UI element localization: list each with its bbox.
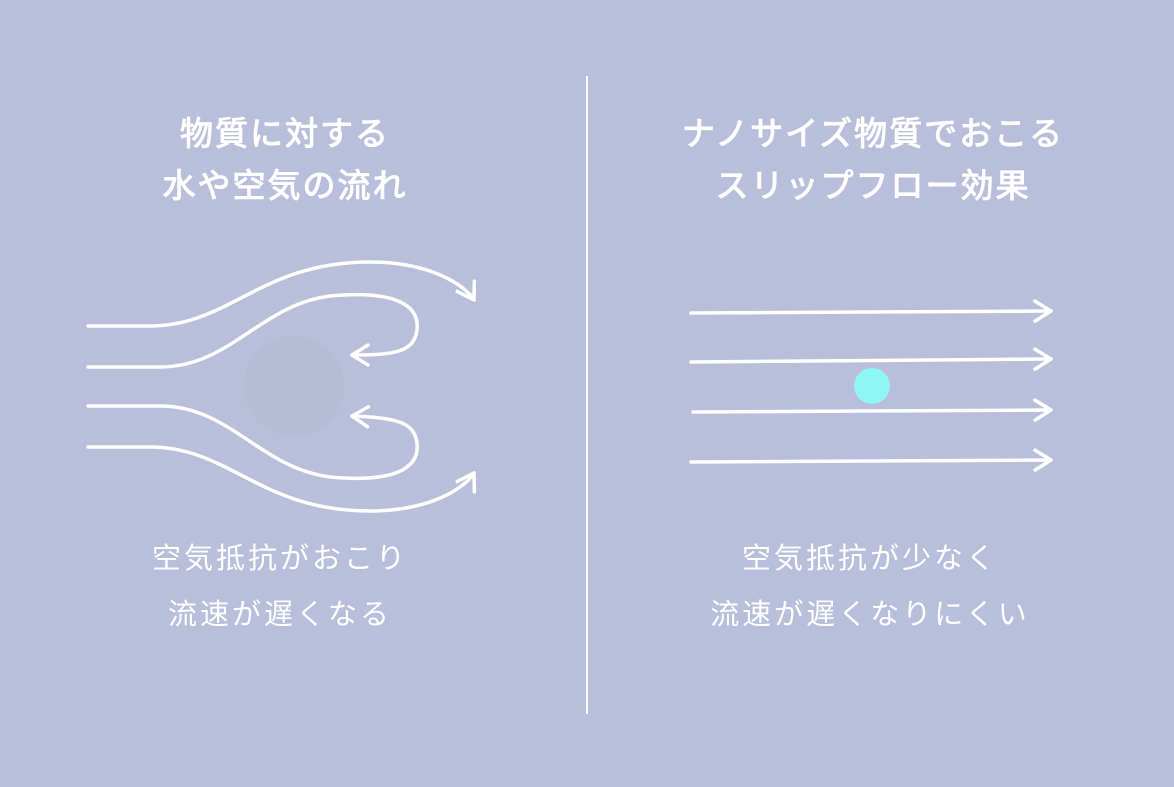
left-panel-title: 物質に対する 水や空気の流れ <box>15 108 555 212</box>
left-caption-line-1: 空気抵抗がおこり <box>151 541 408 575</box>
obstacle-particle <box>244 336 344 436</box>
flow-line-bottom-outer <box>86 445 477 513</box>
flow-line-top-inner <box>86 292 419 369</box>
left-panel-caption: 空気抵抗がおこり 流速が遅くなる <box>10 530 550 642</box>
slip-flow-line-2 <box>689 347 1053 371</box>
left-title-line-2: 水や空気の流れ <box>162 166 408 205</box>
right-caption-line-2: 流速が遅くなりにくい <box>710 597 1030 631</box>
nano-particle <box>854 368 890 404</box>
right-flow-diagram <box>689 299 1053 472</box>
flow-line-top-outer <box>86 260 477 328</box>
right-panel-caption: 空気抵抗が少なく 流速が遅くなりにくい <box>600 530 1140 642</box>
right-panel-title: ナノサイズ物質でおこる スリップフロー効果 <box>603 108 1143 212</box>
slip-flow-line-3 <box>691 398 1053 422</box>
slip-flow-line-4 <box>689 448 1053 472</box>
left-caption-line-2: 流速が遅くなる <box>167 597 392 631</box>
right-title-line-2: スリップフロー効果 <box>715 166 1031 205</box>
slip-flow-line-1 <box>689 299 1053 323</box>
left-title-line-1: 物質に対する <box>180 114 390 153</box>
right-title-line-1: ナノサイズ物質でおこる <box>681 114 1065 153</box>
flow-line-bottom-inner <box>86 404 419 481</box>
left-flow-diagram <box>86 260 477 513</box>
panel-divider <box>586 76 588 714</box>
right-caption-line-1: 空気抵抗が少なく <box>741 541 998 575</box>
